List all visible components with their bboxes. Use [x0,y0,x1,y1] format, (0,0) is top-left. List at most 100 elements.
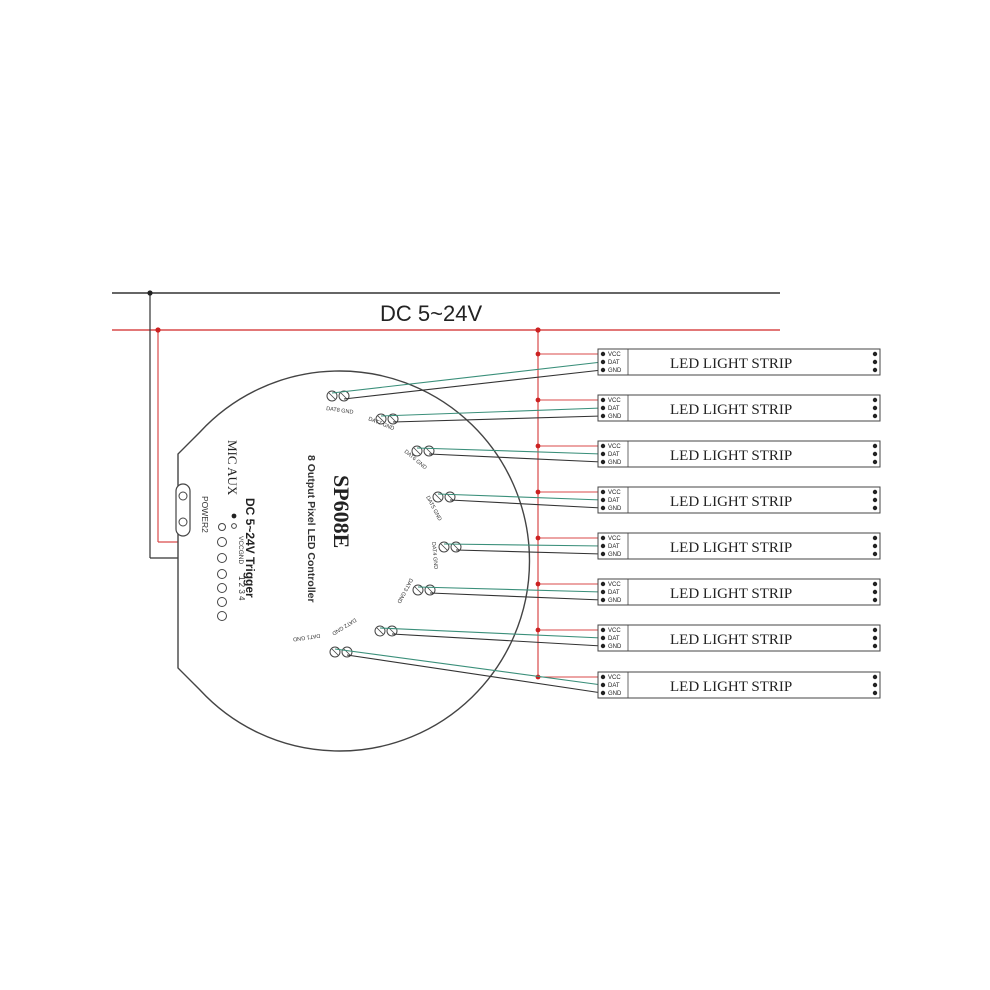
strip-data-wire [334,648,603,686]
pin-dot [600,359,606,365]
strip-body [597,486,881,514]
power-terminal-vcc [217,537,227,547]
trigger-numbers: 1 2 3 4 [237,576,246,601]
pin-label-gnd: GND [608,552,622,558]
pin-label-gnd: GND [608,414,622,420]
end-pin-dot [872,597,878,603]
trigger-terminal-4 [217,611,227,621]
strip-label: LED LIGHT STRIP [670,448,792,464]
pin-label-dat: DAT [608,406,620,412]
strip-body [597,624,881,652]
vcc-gnd-label: VCCGND [237,536,244,564]
terminal-screw [377,415,385,423]
pin-label-dat: DAT [608,452,620,458]
vcc-junction [535,351,541,357]
strip-data-wire [331,361,603,394]
positive-bus-junction [535,327,541,333]
pin-dot [600,489,606,495]
vcc-junction [535,397,541,403]
end-pin-dot [872,359,878,365]
pin-label-vcc: VCC [608,536,621,542]
power-rails [112,290,780,678]
end-pin-dot [872,543,878,549]
trigger-terminal-3 [217,597,227,607]
pin-dot [600,543,606,549]
end-pin-dot [872,443,878,449]
output-port-label: DAT8 GND [326,406,354,416]
pin-label-dat: DAT [608,498,620,504]
strip-data-wire [380,407,603,417]
end-pin-dot [872,351,878,357]
pin-dot [600,351,606,357]
vcc-junction [535,535,541,541]
vcc-junction [535,627,541,633]
vcc-junction [535,443,541,449]
pin-label-vcc: VCC [608,582,621,588]
end-pin-dot [872,635,878,641]
pin-label-gnd: GND [608,506,622,512]
pin-dot [600,597,606,603]
strip-data-wire [437,493,603,501]
pin-label-gnd: GND [608,691,622,697]
pin-label-gnd: GND [608,460,622,466]
pin-label-vcc: VCC [608,444,621,450]
pin-dot [600,459,606,465]
pin-dot [600,635,606,641]
negative-junction [147,290,153,296]
controller-subtitle: 8 Output Pixel LED Controller [305,455,317,603]
strip-data-wire [379,627,603,639]
pin-dot [600,505,606,511]
pin-dot [600,690,606,696]
strip-gnd-wire [429,592,603,601]
end-pin-dot [872,627,878,633]
end-pin-dot [872,497,878,503]
mounting-hole-top [178,491,188,501]
strip-wires [331,351,603,694]
end-pin-dot [872,682,878,688]
controller: SP608E 8 Output Pixel LED Controller MIC… [175,370,531,752]
end-pin-dot [872,489,878,495]
pin-label-gnd: GND [608,368,622,374]
pin-label-vcc: VCC [608,398,621,404]
pin-dot [600,367,606,373]
strip-body [597,671,881,699]
end-pin-dot [872,367,878,373]
trigger-dot-2 [231,513,237,519]
pin-label-gnd: GND [608,644,622,650]
strip-label: LED LIGHT STRIP [670,494,792,510]
end-pin-dot [872,674,878,680]
pin-dot [600,627,606,633]
strip-data-wire [417,586,603,593]
pin-label-dat: DAT [608,636,620,642]
terminal-screw [376,627,384,635]
pin-label-dat: DAT [608,360,620,366]
terminal-screw [328,392,336,400]
power-indicator [218,523,226,531]
end-pin-dot [872,505,878,511]
end-pin-dot [872,459,878,465]
strip-gnd-wire [455,549,603,555]
pin-label-vcc: VCC [608,628,621,634]
controller-outline [177,370,531,752]
strip-body [597,394,881,422]
mic-aux-label: MIC AUX [225,440,240,496]
pin-dot [600,589,606,595]
output-port-label: DAT4 GND [430,542,438,570]
pin-dot [600,581,606,587]
pin-dot [600,443,606,449]
end-pin-dot [872,397,878,403]
pin-dot [600,413,606,419]
pin-dot [600,551,606,557]
end-pin-dot [872,405,878,411]
terminal-screw [440,543,448,551]
positive-junction [155,327,161,333]
end-pin-dot [872,690,878,696]
pin-dot [600,674,606,680]
power-label: DC 5~24V [380,301,482,326]
